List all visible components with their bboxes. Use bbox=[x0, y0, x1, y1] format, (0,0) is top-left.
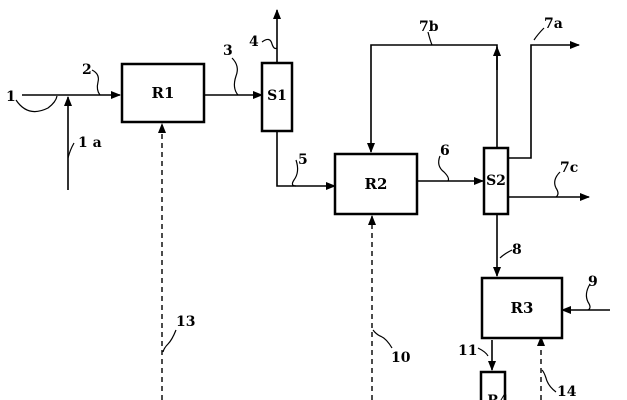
stream-label-11: 11 bbox=[458, 343, 477, 359]
leader-13 bbox=[162, 329, 177, 353]
reactor-r3-label: R3 bbox=[511, 299, 534, 317]
stream-label-7c: 7c bbox=[560, 160, 578, 176]
stream-7b-line bbox=[367, 44, 498, 153]
unit-r4-box bbox=[479, 370, 507, 400]
separator-s2-box bbox=[482, 146, 510, 216]
stream-label-7a: 7a bbox=[544, 16, 563, 32]
leader-1 bbox=[15, 95, 58, 113]
stream-label-3: 3 bbox=[223, 43, 233, 59]
separator-s2-label: S2 bbox=[486, 173, 506, 189]
stream-label-7b: 7b bbox=[419, 19, 439, 35]
leader-11 bbox=[477, 347, 489, 357]
leader-7c bbox=[554, 171, 561, 198]
leader-3 bbox=[231, 57, 239, 96]
stream-label-13: 13 bbox=[176, 314, 195, 330]
leader-14 bbox=[541, 369, 557, 393]
separator-s1-label: S1 bbox=[267, 88, 287, 104]
stream-label-8: 8 bbox=[512, 242, 522, 258]
stream-label-6: 6 bbox=[440, 143, 450, 159]
stream-7a-line bbox=[509, 41, 580, 159]
reactor-r2-label: R2 bbox=[365, 175, 388, 193]
reactor-r2-box bbox=[333, 152, 419, 216]
leader-5 bbox=[291, 159, 299, 187]
separator-s1-box bbox=[260, 61, 294, 133]
stream-label-10: 10 bbox=[391, 350, 411, 366]
leader-1a bbox=[67, 142, 75, 159]
reactor-r1-box bbox=[120, 62, 206, 124]
leader-7b bbox=[427, 31, 433, 46]
stream-label-9: 9 bbox=[588, 274, 598, 290]
leader-7a bbox=[533, 27, 545, 41]
stream-label-1: 1 bbox=[6, 89, 16, 105]
stream-5-line bbox=[276, 131, 336, 190]
stream-label-4: 4 bbox=[249, 34, 259, 50]
unit-r4-label: R4 bbox=[487, 393, 509, 400]
leader-2 bbox=[91, 69, 101, 96]
leader-6 bbox=[438, 155, 450, 182]
stream-label-5: 5 bbox=[298, 152, 308, 168]
reactor-r1-label: R1 bbox=[152, 84, 175, 102]
leader-4 bbox=[261, 38, 278, 50]
stream-label-14: 14 bbox=[557, 384, 577, 400]
stream-label-2: 2 bbox=[82, 62, 92, 78]
leader-10 bbox=[372, 329, 393, 349]
stream-label-1a: 1 a bbox=[78, 135, 102, 151]
leader-8 bbox=[499, 249, 513, 259]
leader-9 bbox=[585, 283, 591, 311]
reactor-r3-box bbox=[480, 276, 564, 340]
